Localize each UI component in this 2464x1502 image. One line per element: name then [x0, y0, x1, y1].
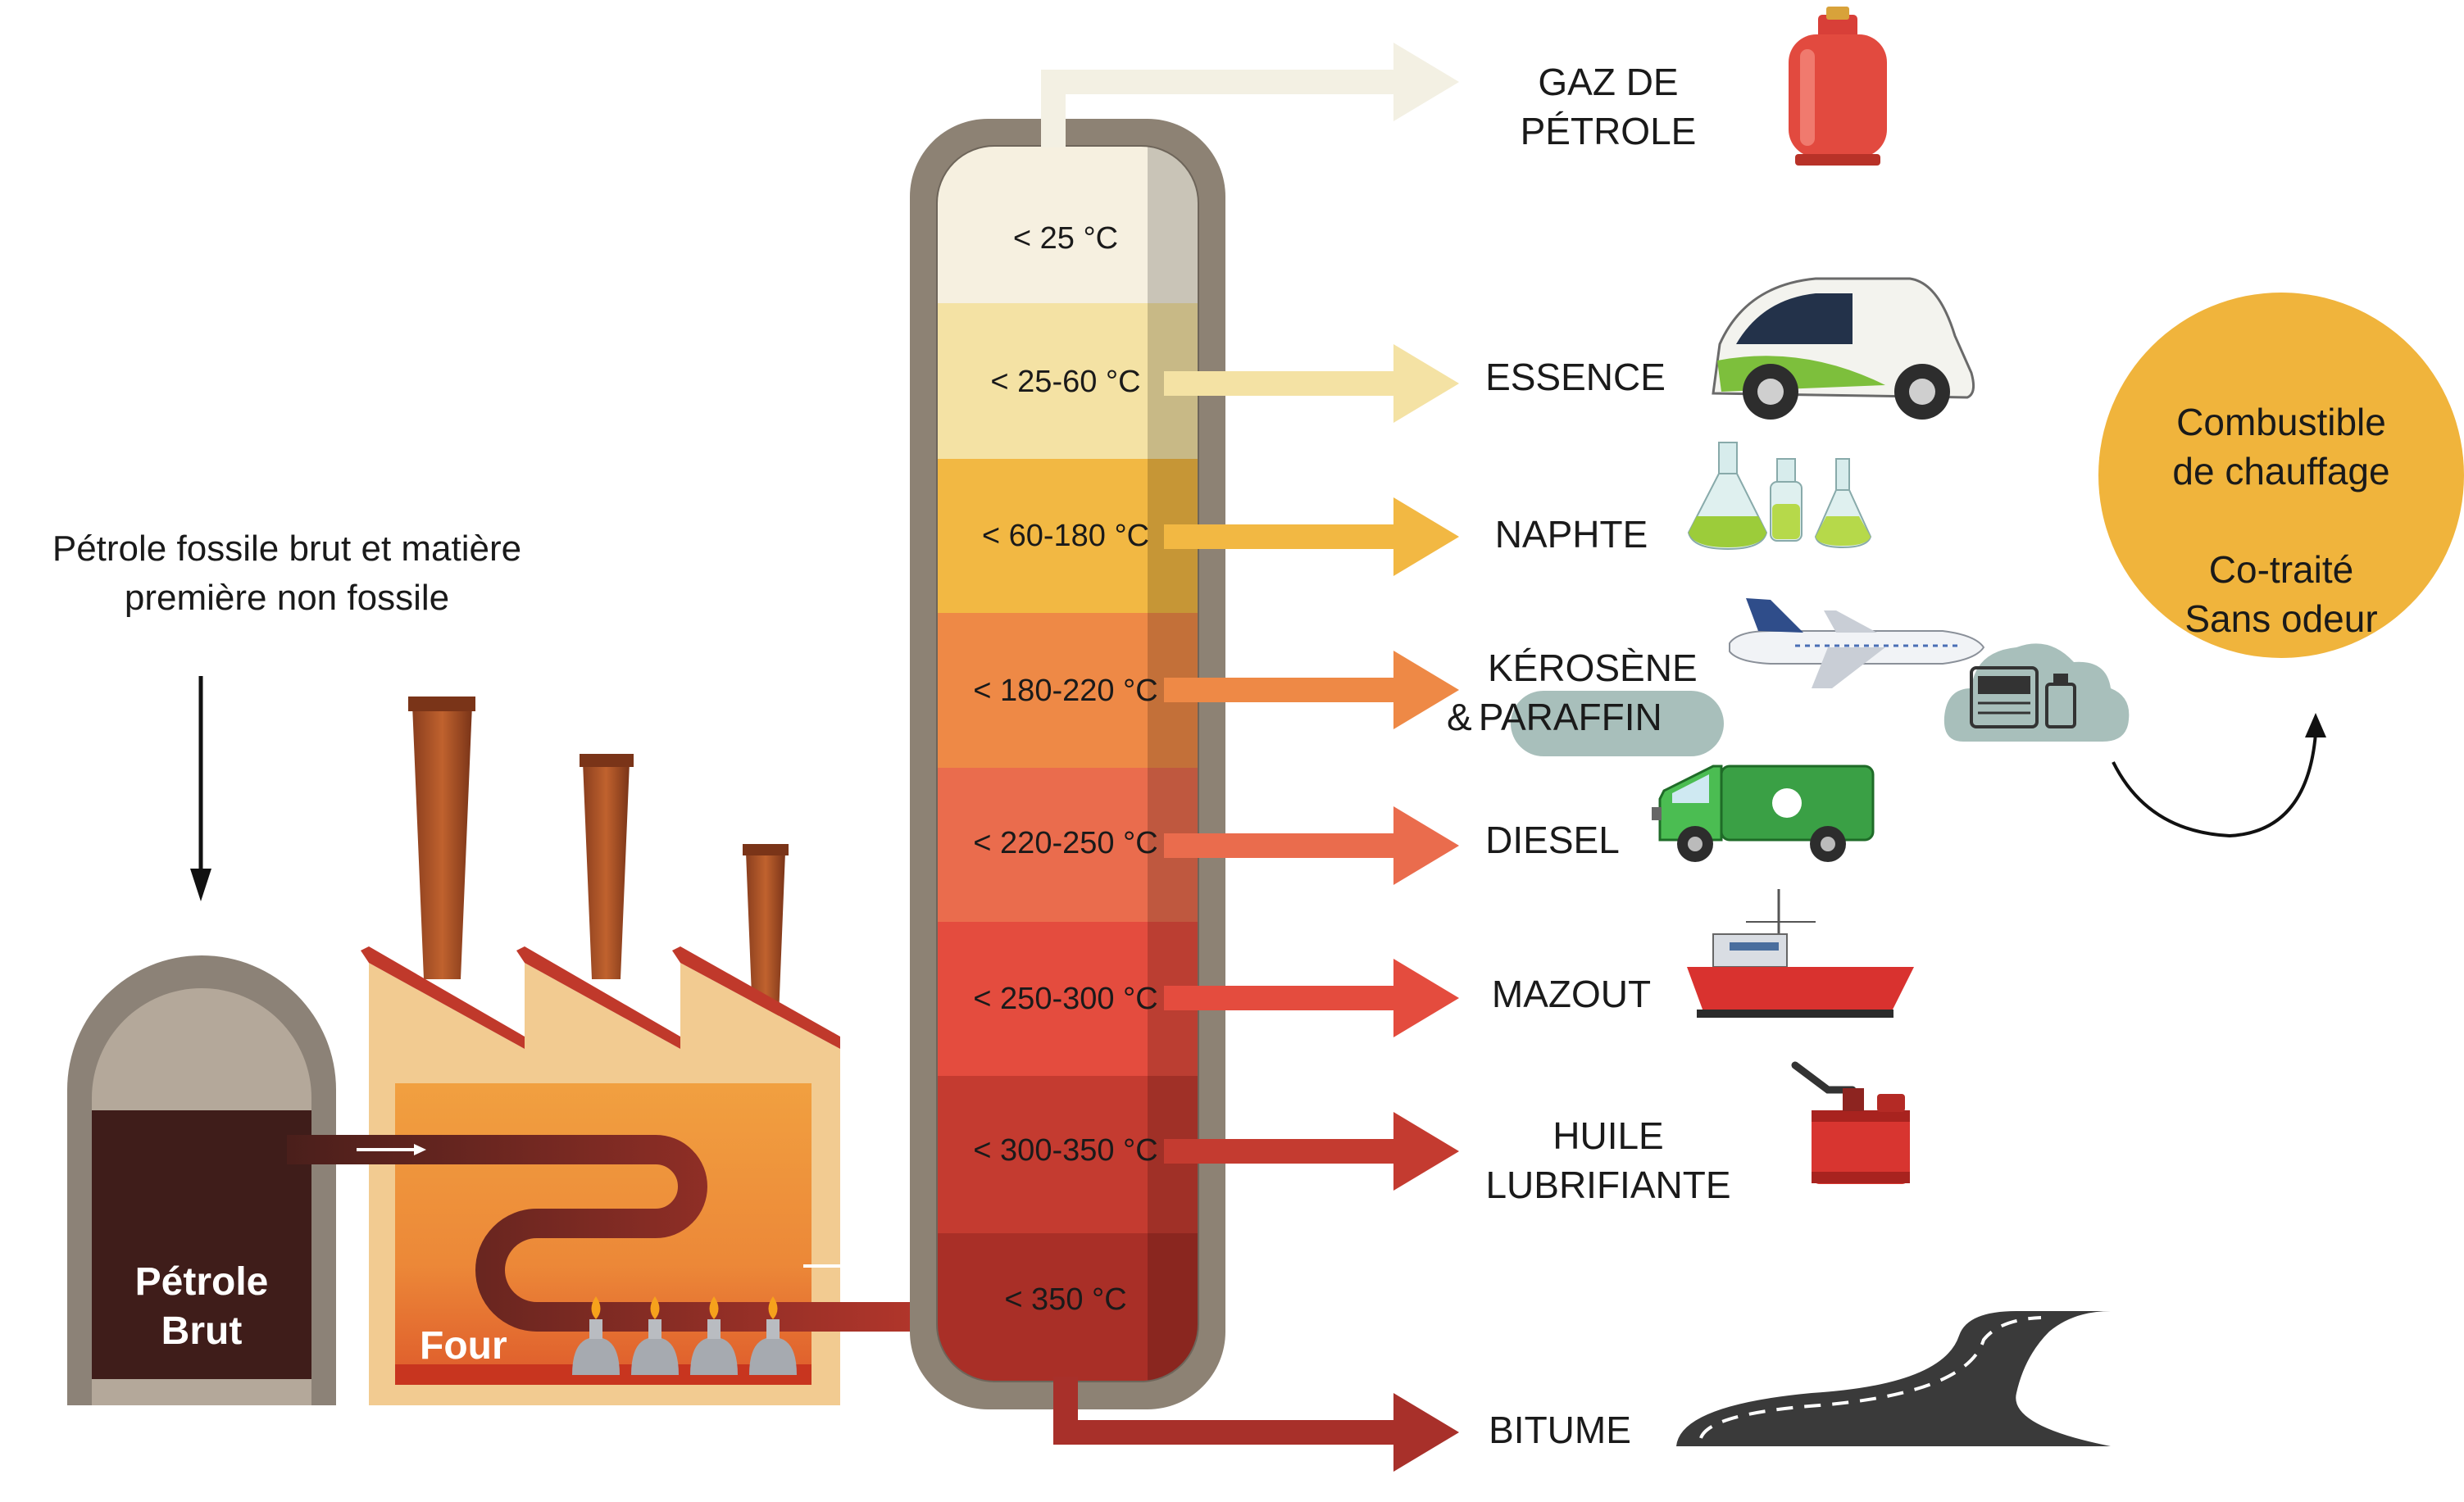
- output-arrow: [1164, 344, 1459, 423]
- output-arrow: [1164, 651, 1459, 729]
- product-kerosene-paraffin: PARAFFIN: [1478, 696, 1662, 738]
- temp-label-4: < 180-220 °C: [973, 674, 1158, 708]
- flame-icon: [572, 1296, 620, 1375]
- product-kerosene-line-2: &PARAFFIN: [1447, 692, 1791, 742]
- product-huile: HUILE LUBRIFIANTE: [1461, 1111, 1756, 1209]
- product-gaz-line-2: PÉTROLE: [1520, 110, 1697, 152]
- flame-icon: [690, 1296, 738, 1375]
- output-arrow: [1164, 959, 1459, 1037]
- silo-line-1: Pétrole: [134, 1260, 269, 1304]
- chimney-icon: [412, 705, 472, 979]
- product-huile-line-2: LUBRIFIANTE: [1485, 1164, 1731, 1206]
- circle-line-3: Co-traité: [2208, 548, 2354, 591]
- factory: [361, 697, 840, 1405]
- circle-line-4: Sans odeur: [2184, 597, 2378, 640]
- column-band: [937, 922, 1198, 1076]
- gas-output-arrow: [1041, 70, 1393, 147]
- column-band: [937, 1076, 1198, 1233]
- car-icon: [1712, 277, 1975, 420]
- temp-label-2: < 25-60 °C: [990, 365, 1141, 399]
- gas-output-arrowhead: [1393, 43, 1459, 121]
- oil-pipe: [287, 1135, 974, 1332]
- temp-label-3: < 60-180 °C: [981, 519, 1150, 553]
- gas-cylinder-icon: [1789, 7, 1887, 166]
- output-arrow: [1164, 806, 1459, 885]
- crude-oil-silo: [67, 955, 336, 1405]
- flow-arrow-icon: [357, 1144, 426, 1155]
- column-band: [937, 613, 1198, 768]
- product-mazout: MAZOUT: [1491, 973, 1652, 1015]
- bitumen-output-arrowhead: [1393, 1393, 1459, 1472]
- temp-label-1: < 25 °C: [1012, 221, 1119, 256]
- bitumen-output-arrow: [1053, 1377, 1393, 1445]
- product-huile-line-1: HUILE: [1553, 1114, 1664, 1157]
- road-icon: [1676, 1311, 2111, 1446]
- product-kerosene-amp: &: [1447, 696, 1472, 738]
- product-kerosene-line-1: KÉROSÈNE: [1488, 647, 1698, 689]
- column-band: [937, 146, 1198, 303]
- paraffin-highlight: [1511, 691, 1724, 756]
- temp-label-8: < 350 °C: [1004, 1282, 1127, 1317]
- product-naphte: NAPHTE: [1494, 513, 1648, 556]
- silo-label: Pétrole Brut: [92, 1258, 311, 1356]
- circle-line-1: Combustible: [2176, 401, 2386, 443]
- circle-text: Combustible de chauffage Co-traité Sans …: [2101, 397, 2462, 643]
- flow-arrow-icon: [803, 1260, 877, 1272]
- airplane-icon: [1729, 598, 1985, 688]
- furnace-label: Four: [420, 1324, 507, 1368]
- output-arrow: [1164, 497, 1459, 576]
- heater-cloud-icon: [1943, 643, 2130, 742]
- column-band: [937, 768, 1198, 922]
- distillation-column: [910, 119, 1225, 1409]
- product-bitume: BITUME: [1489, 1409, 1631, 1451]
- chimney-icon: [746, 852, 785, 1016]
- burners: [572, 1296, 797, 1375]
- output-arrow: [1164, 1112, 1459, 1191]
- temp-label-7: < 300-350 °C: [973, 1133, 1158, 1168]
- garbage-truck-icon: [1652, 765, 1875, 862]
- product-gaz: GAZ DE PÉTROLE: [1461, 57, 1756, 156]
- product-diesel: DIESEL: [1485, 819, 1620, 861]
- output-arrows: [1041, 43, 1459, 1472]
- column-band: [937, 1233, 1198, 1382]
- product-kerosene: KÉROSÈNE &PARAFFIN: [1447, 643, 1791, 742]
- flasks-icon: [1687, 442, 1872, 551]
- temp-label-5: < 220-250 °C: [973, 826, 1158, 860]
- column-band: [937, 459, 1198, 613]
- intro-line-1: Pétrole fossile brut et matière: [52, 529, 522, 569]
- curved-arrow-icon: [2112, 713, 2326, 838]
- heating-fuel-circle: [2098, 293, 2464, 658]
- column-band: [937, 303, 1198, 459]
- ship-icon: [1687, 889, 1914, 1018]
- flame-icon: [749, 1296, 797, 1375]
- temp-label-6: < 250-300 °C: [973, 982, 1158, 1016]
- oil-can-icon: [1791, 1061, 1910, 1184]
- down-arrow: [190, 676, 211, 901]
- circle-line-2: de chauffage: [2172, 450, 2390, 492]
- intro-line-2: première non fossile: [124, 578, 450, 618]
- flame-icon: [631, 1296, 679, 1375]
- product-gaz-line-1: GAZ DE: [1538, 61, 1679, 103]
- product-essence: ESSENCE: [1485, 356, 1666, 398]
- chimney-icon: [583, 762, 630, 979]
- silo-line-2: Brut: [161, 1309, 243, 1353]
- intro-text: Pétrole fossile brut et matière première…: [0, 524, 574, 623]
